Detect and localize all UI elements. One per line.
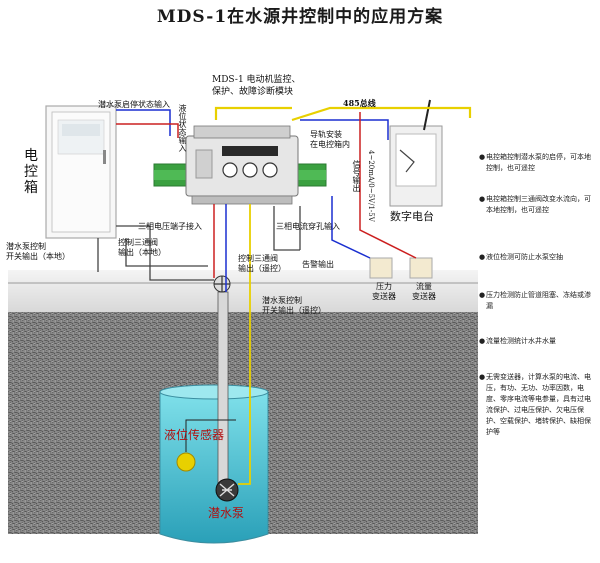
note-item: ●电控箱控制潜水泵的启停，可本地控制，也可遥控: [479, 153, 591, 172]
digital-radio-station: [389, 99, 443, 207]
signal-output-label: 信号输出: [352, 160, 361, 192]
valve-output-local-label: 控制三通阀 输出（本地）: [118, 238, 166, 257]
note-item: ●无需变送器，计算水泵的电流、电压，有功、无功、功率因数，电度、零序电流等电参量…: [479, 373, 591, 436]
v3-terminal-label: 三相电压端子接入: [138, 222, 202, 231]
mds1-module: [185, 125, 299, 205]
pressure-transmitter-box: [369, 257, 393, 279]
pump-switch-remote-label: 潜水泵控制 开关输出（遥控）: [262, 296, 326, 315]
cabinet-label: 电 控 箱: [24, 148, 38, 196]
pump-switch-local-label: 潜水泵控制 开关输出（本地）: [6, 242, 70, 261]
title-text: 在水源井控制中的应用方案: [227, 7, 444, 27]
analog-input-label: 4~20mA/0~5V/1-5V: [367, 150, 375, 222]
valve-output-remote-label: 控制三通阀 输出（遥控）: [238, 254, 286, 273]
flow-transmitter-label: 流量 变送器: [412, 282, 436, 301]
level-status-input-label: 液位状态输入: [178, 104, 187, 152]
submersible-pump: [215, 478, 239, 502]
flow-transmitter-box: [409, 257, 433, 279]
note-item: ●流量检测统计水井水量: [479, 337, 556, 345]
bus-485-line: [291, 106, 472, 122]
level-sensor-label: 液位传感器: [164, 428, 225, 442]
well-pipe: [217, 291, 229, 489]
level-sensor-float: [176, 452, 196, 472]
ground-surface: [8, 270, 478, 312]
module-label: MDS-1 电动机监控、 保护、故障诊断模块: [212, 75, 301, 97]
pressure-transmitter-label: 压力 变送器: [372, 282, 396, 301]
ct-pass-label: 三相电流穿孔输入: [276, 222, 340, 231]
well-shaft: [159, 391, 269, 544]
note-item: ●压力检测防止管道阻塞、冻结或渗漏: [479, 291, 591, 310]
digital-station-label: 数字电台: [390, 210, 434, 223]
pump-label: 潜水泵: [208, 506, 245, 520]
electric-cabinet: [45, 105, 117, 239]
pump-status-input-label: 潜水泵启停状态输入: [98, 100, 170, 109]
alarm-output-label: 告警输出: [302, 260, 334, 269]
ct-install-label: 导轨安装 在电控箱内: [310, 130, 350, 149]
three-way-valve: [213, 275, 231, 293]
note-item: ●液位检测可防止水泵空抽: [479, 253, 563, 261]
title-brand: MDS-1: [156, 7, 228, 27]
bus-485-label: 485总线: [343, 98, 376, 108]
note-item: ●电控箱控制三通阀改变水流向，可本地控制，也可遥控: [479, 195, 591, 214]
page-title: MDS-1在水源井控制中的应用方案: [0, 2, 600, 27]
